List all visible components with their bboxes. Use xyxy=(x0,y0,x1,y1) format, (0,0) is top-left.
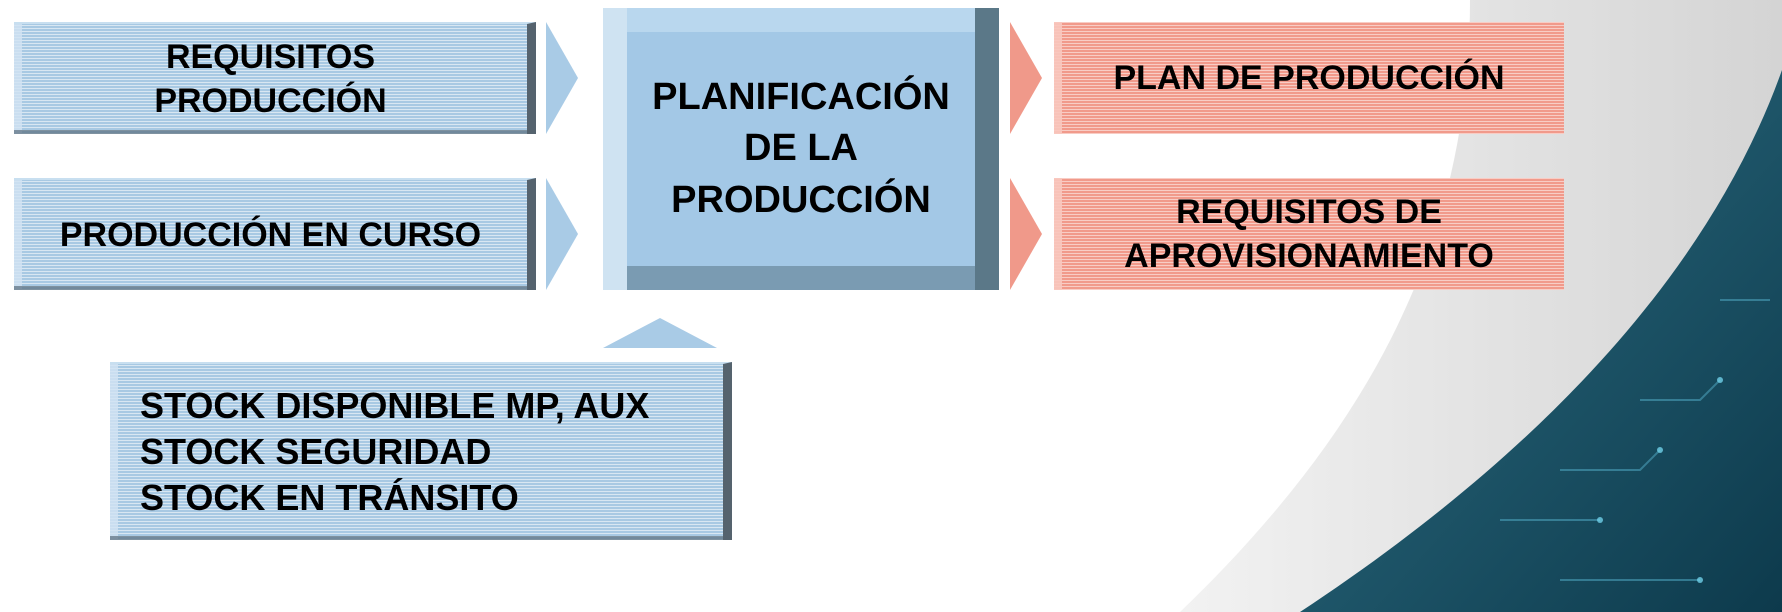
process-box-planificacion: PLANIFICACIÓN DE LA PRODUCCIÓN xyxy=(603,8,999,290)
planificacion-line-1: PLANIFICACIÓN xyxy=(652,76,950,119)
requisitos-produccion-line-1: REQUISITOS xyxy=(165,37,376,76)
requisitos-produccion-line-2: PRODUCCIÓN xyxy=(154,82,387,120)
arrow-stock-to-planificacion xyxy=(603,318,717,348)
planificacion-line-2: DE LA xyxy=(744,127,858,170)
requisitos-aprov-line-1: REQUISITOS DE xyxy=(1176,192,1442,231)
input-box-stock: STOCK DISPONIBLE MP, AUX STOCK SEGURIDAD… xyxy=(110,362,732,540)
stock-disponible-line: STOCK DISPONIBLE MP, AUX xyxy=(140,385,650,427)
arrow-requisitos-to-planificacion xyxy=(546,22,578,134)
requisitos-aprov-line-2: APROVISIONAMIENTO xyxy=(1124,237,1494,275)
arrow-planificacion-to-plan xyxy=(1010,22,1042,134)
stock-transito-line: STOCK EN TRÁNSITO xyxy=(140,476,519,518)
plan-de-produccion-label: PLAN DE PRODUCCIÓN xyxy=(1113,58,1505,97)
arrow-planificacion-to-aprovisionamiento xyxy=(1010,178,1042,290)
planificacion-line-3: PRODUCCIÓN xyxy=(671,178,931,221)
output-box-requisitos-aprovisionamiento: REQUISITOS DE APROVISIONAMIENTO xyxy=(1054,178,1564,290)
input-box-produccion-en-curso: PRODUCCIÓN EN CURSO xyxy=(14,178,536,290)
stock-seguridad-line: STOCK SEGURIDAD xyxy=(140,431,492,473)
output-box-plan-de-produccion: PLAN DE PRODUCCIÓN xyxy=(1054,22,1564,134)
input-box-requisitos-produccion: REQUISITOS PRODUCCIÓN xyxy=(14,22,536,134)
produccion-en-curso-label: PRODUCCIÓN EN CURSO xyxy=(59,215,482,254)
arrow-curso-to-planificacion xyxy=(546,178,578,290)
